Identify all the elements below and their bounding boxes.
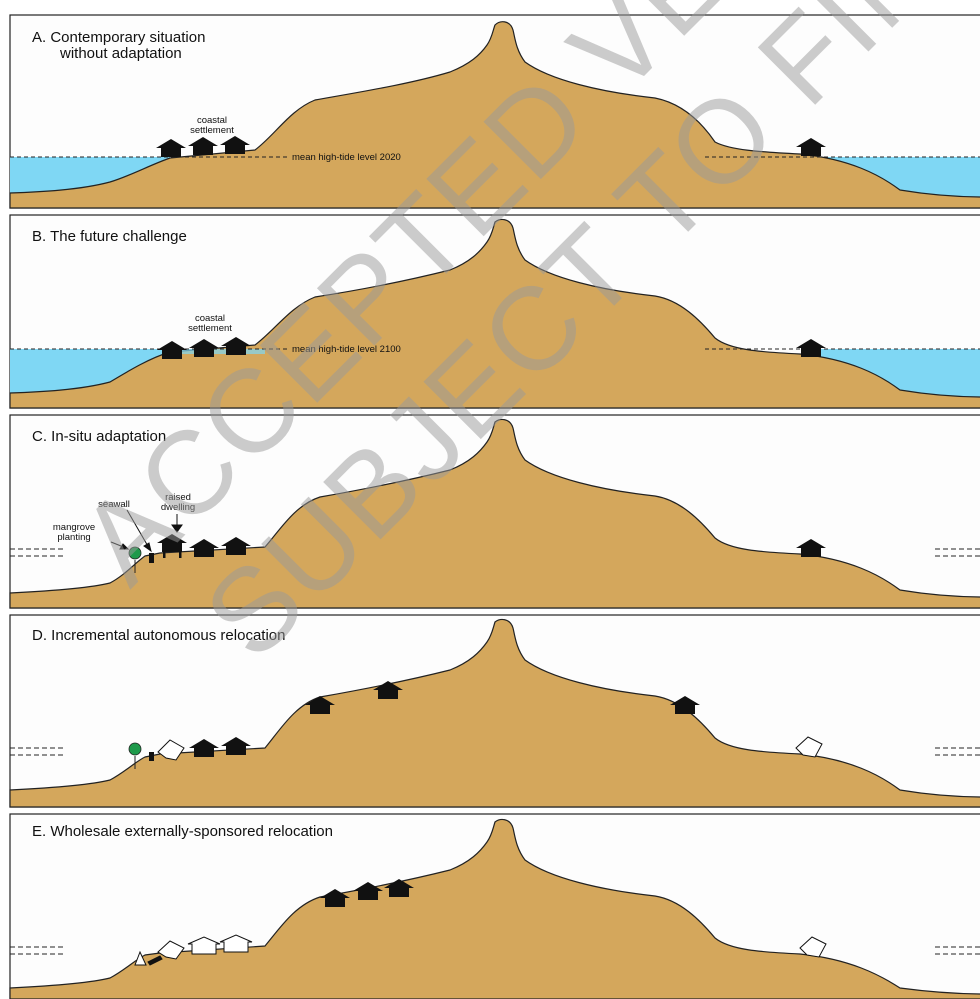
- settlement-label: coastal: [195, 313, 225, 324]
- annotation-arrows: [110, 509, 183, 553]
- mangrove-icon: [128, 546, 142, 573]
- panel-d: D. Incremental autonomous relocation: [9, 614, 980, 808]
- panel-b: B. The future challenge coastal settleme…: [9, 214, 980, 409]
- panel-title: D. Incremental autonomous relocation: [32, 627, 285, 644]
- panel-title: B. The future challenge: [32, 228, 187, 245]
- stilt: [179, 552, 182, 558]
- seawall-icon: [149, 752, 154, 761]
- panel-title: A. Contemporary situation: [32, 29, 205, 46]
- mangrove-label: mangrove: [53, 522, 95, 533]
- flood-water: [170, 349, 265, 354]
- mangrove-icon: [128, 742, 142, 769]
- panel-title: E. Wholesale externally-sponsored reloca…: [32, 823, 333, 840]
- collapsed-house-icon: [157, 940, 185, 960]
- panel-c: C. In-situ adaptation mangrove planting …: [9, 414, 980, 609]
- old-tide-marks: [10, 747, 980, 756]
- seawall-icon: [149, 553, 154, 563]
- tide-label: mean high-tide level 2020: [292, 152, 401, 163]
- abandoned-houses: [157, 736, 823, 761]
- panel-title: C. In-situ adaptation: [32, 428, 166, 445]
- panel-a: A. Contemporary situation without adapta…: [9, 14, 980, 209]
- collapsed-house-icon: [157, 739, 185, 761]
- broken-seawall-icon: [147, 955, 163, 966]
- panel-e: E. Wholesale externally-sponsored reloca…: [9, 813, 980, 999]
- collapsed-house-icon: [795, 736, 823, 758]
- dwelling-label: raised: [165, 492, 191, 503]
- panel-title-line2: without adaptation: [59, 45, 182, 62]
- settlement-label: coastal: [197, 115, 227, 126]
- abandoned-houses: [134, 934, 827, 966]
- tide-label: mean high-tide level 2100: [292, 344, 401, 355]
- collapsed-house-icon: [799, 936, 827, 958]
- settlement-label: settlement: [190, 125, 234, 136]
- stilt: [163, 552, 166, 558]
- empty-house-icon: [187, 936, 221, 955]
- empty-house-icon: [219, 934, 253, 953]
- coastal-houses: [157, 534, 826, 558]
- mangrove-label: planting: [57, 532, 90, 543]
- dwelling-label: dwelling: [161, 502, 195, 513]
- dead-mangrove-icon: [134, 950, 147, 966]
- old-tide-marks: [10, 548, 980, 557]
- settlement-label: settlement: [188, 323, 232, 334]
- old-tide-marks: [10, 946, 980, 955]
- seawall-label: seawall: [98, 499, 130, 510]
